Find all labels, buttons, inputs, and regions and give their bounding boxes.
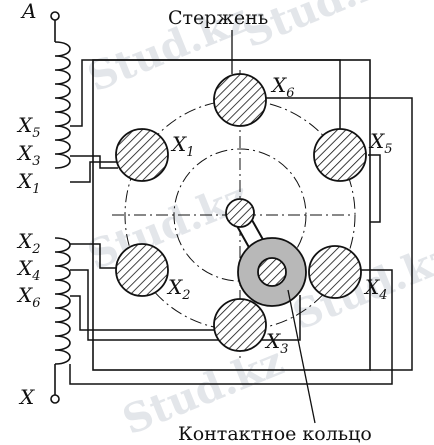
watermark: Stud.kz Stud.kz Stud.kz Stud.kz Stud.kz (81, 0, 434, 444)
svg-text:X1: X1 (16, 169, 41, 197)
tap-labels-top: X5 X3 X1 (16, 113, 41, 197)
contact-x4 (308, 245, 362, 299)
label-x6: X6 (270, 73, 295, 101)
contact-x5 (313, 128, 367, 182)
label-rod: Стержень (168, 7, 268, 29)
tap-labels-bottom: X2 X4 X6 (16, 229, 41, 311)
svg-text:X3: X3 (16, 141, 41, 169)
label-x4: X4 (363, 275, 388, 303)
label-x1: X1 (170, 132, 195, 160)
label-x5: X5 (368, 129, 393, 157)
label-x3: X3 (264, 329, 289, 357)
leader-ring (287, 289, 316, 424)
label-contact-ring: Контактное кольцо (178, 423, 372, 445)
contacts (115, 73, 367, 352)
contact-x6 (213, 73, 267, 127)
svg-text:Stud.kz: Stud.kz (81, 172, 255, 279)
label-terminal-x: X (18, 385, 35, 409)
winding-top (54, 20, 71, 169)
label-terminal-a: A (20, 0, 36, 23)
contact-labels: X1 X2 X3 X4 X5 X6 (166, 73, 393, 357)
winding-bottom (54, 237, 71, 395)
contact-ring (237, 237, 307, 307)
terminal-a-dot (50, 11, 60, 21)
svg-text:X2: X2 (16, 229, 41, 257)
rotor-axis (225, 198, 255, 228)
svg-text:X5: X5 (16, 113, 41, 141)
terminal-x-dot (50, 394, 60, 404)
contact-x2 (115, 243, 169, 297)
contact-x3 (213, 298, 267, 352)
contact-x1 (115, 128, 169, 182)
label-x2: X2 (166, 275, 191, 303)
svg-text:X6: X6 (16, 283, 41, 311)
svg-text:X4: X4 (16, 256, 41, 284)
wiring (69, 59, 413, 385)
